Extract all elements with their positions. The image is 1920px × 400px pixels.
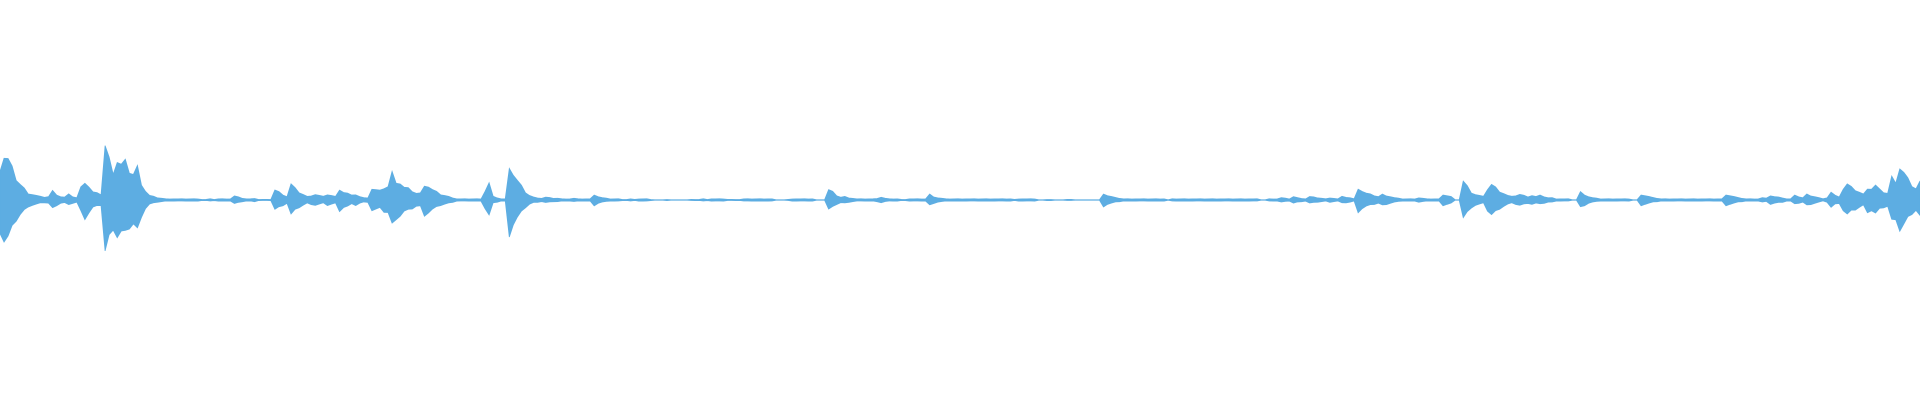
waveform-shape [0, 145, 1920, 252]
